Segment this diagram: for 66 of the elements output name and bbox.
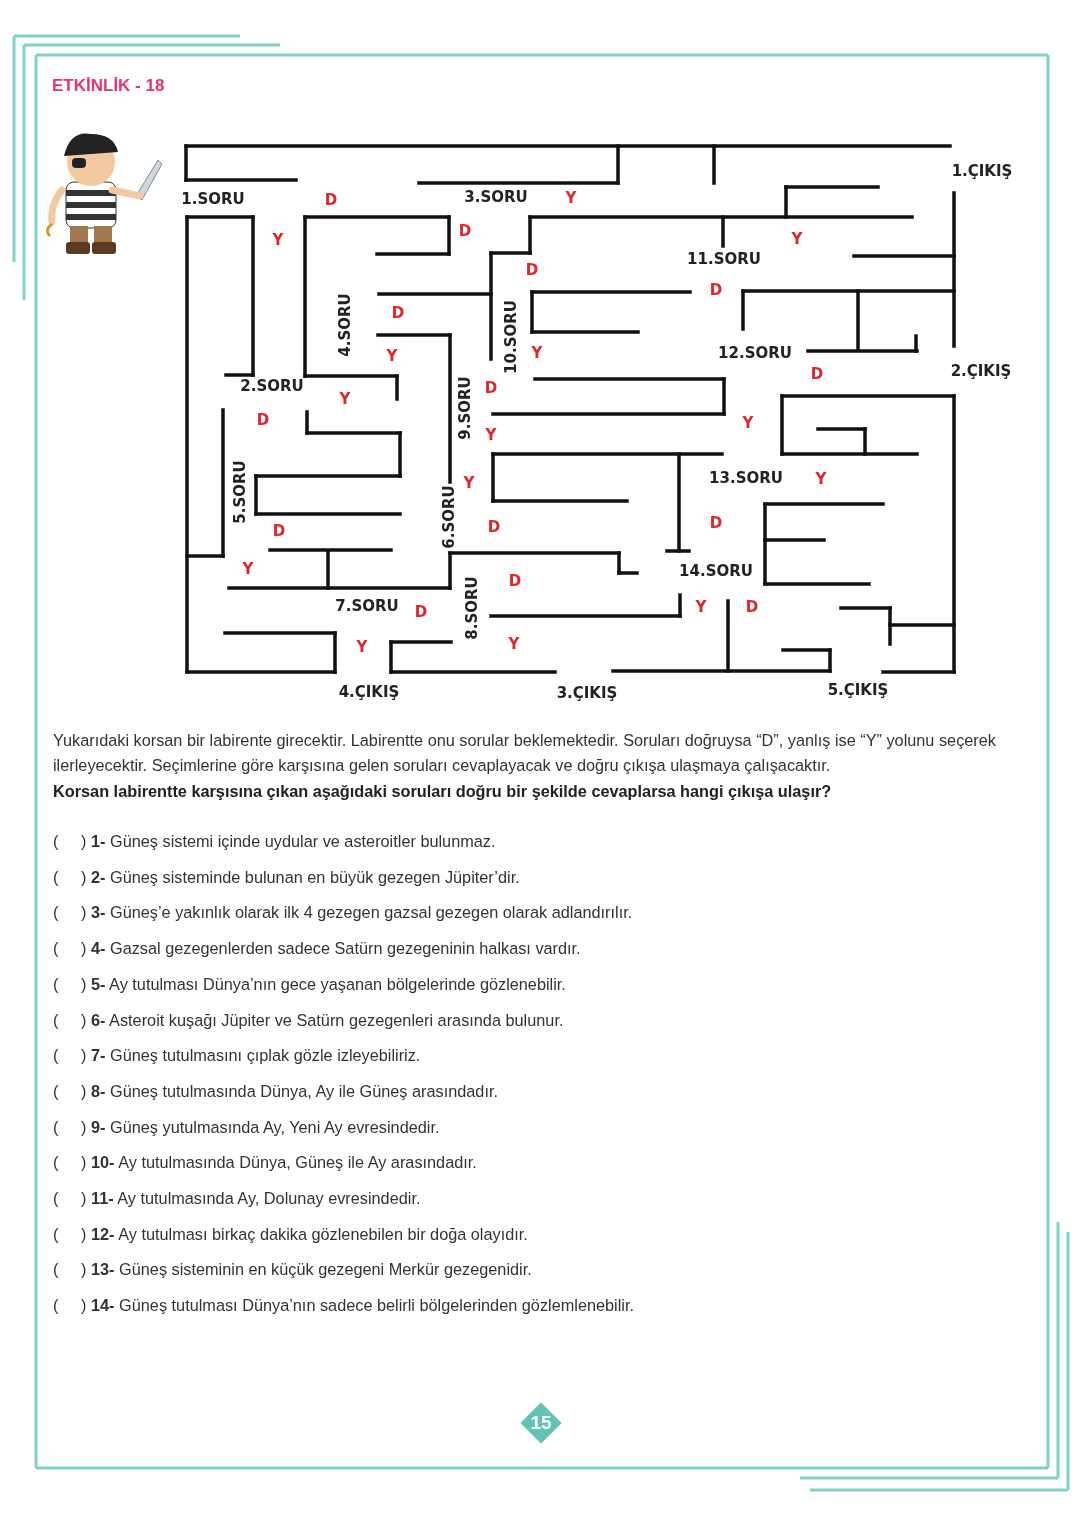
question-item: ( ) 3- Güneş’e yakınlık olarak ilk 4 gezegen gazsal gezegen olarak adlandırılır.: [53, 903, 633, 923]
maze-label: 1.ÇIKIŞ: [951, 163, 1013, 179]
choice-letter: Y: [791, 231, 803, 247]
maze-label: 8.SORU: [464, 576, 480, 640]
maze-label: 6.SORU: [441, 485, 457, 549]
question-item: ( ) 11- Ay tutulmasında Ay, Dolunay evresindedir.: [53, 1189, 421, 1208]
maze-label: 2.ÇIKIŞ: [950, 363, 1012, 379]
question-item: ( ) 4- Gazsal gezegenlerden sadece Satürn gezegeninin halkası vardır.: [53, 939, 581, 959]
question-item: ( ) 1- Güneş sistemi içinde uydular ve asteroitler bulunmaz.: [53, 832, 496, 851]
maze-label: 12.SORU: [718, 345, 792, 361]
choice-letter: Y: [485, 427, 497, 443]
question-item: ( ) 14- Güneş tutulması Dünya’nın sadece belirli bölgelerinden gözlemlenebilir.: [53, 1296, 635, 1316]
maze-label: 2.SORU: [240, 378, 304, 394]
maze-label: 10.SORU: [503, 300, 519, 374]
choice-letter: D: [487, 519, 501, 535]
choice-letter: Y: [272, 232, 284, 248]
instruction-question: Korsan labirentte karşısına çıkan aşağıdaki soruları doğru bir şekilde cevaplarsa hangi çıkışa ulaşır?: [53, 781, 833, 802]
question-item: ( ) 5- Ay tutulması Dünya’nın gece yaşanan bölgelerinde gözlenebilir.: [53, 974, 566, 994]
choice-letter: Y: [742, 415, 754, 431]
choice-letter: Y: [531, 345, 543, 361]
question-item: ( ) 9- Güneş yutulmasında Ay, Yeni Ay evresindedir.: [53, 1117, 440, 1137]
choice-letter: Y: [386, 348, 398, 364]
choice-letter: Y: [242, 561, 254, 577]
choice-letter: D: [414, 604, 428, 620]
question-item: ( ) 2- Güneş sisteminde bulunan en büyük gezegen Jüpiter’dir.: [53, 867, 520, 887]
choice-letter: Y: [565, 190, 577, 206]
choice-letter: D: [525, 262, 539, 278]
question-item: ( ) 10- Ay tutulmasında Dünya, Güneş ile Ay arasındadır.: [53, 1153, 477, 1173]
choice-letter: D: [272, 523, 286, 539]
activity-title: ETKİNLİK - 18: [52, 76, 165, 96]
choice-letter: Y: [695, 599, 707, 615]
choice-letter: D: [745, 599, 759, 615]
instruction-text: Yukarıdaki korsan bir labirente girecektir. Labirentte onu sorular beklemektedir. Soruları doğruysa “D”, yanlış ise “Y” yolunu seçerek ilerleyecektir. Seçimlerine göre karşısına gelen soruları cevaplayacak ve doğru çıkışa ulaşmaya çalışacaktır.: [53, 730, 997, 776]
choice-letter: D: [458, 223, 472, 239]
maze-label: 14.SORU: [679, 563, 753, 579]
choice-letter: Y: [508, 636, 520, 652]
maze-label: 9.SORU: [457, 376, 473, 440]
page-number: 15: [529, 1411, 553, 1435]
maze-label: 7.SORU: [335, 598, 399, 614]
choice-letter: D: [256, 412, 270, 428]
choice-letter: Y: [339, 391, 351, 407]
maze-label: 3.ÇIKIŞ: [556, 685, 618, 701]
maze-label: 11.SORU: [687, 251, 761, 267]
choice-letter: Y: [356, 639, 368, 655]
maze-label: 4.ÇIKIŞ: [338, 684, 400, 700]
page-number-diamond: [518, 1400, 564, 1446]
choice-letter: Y: [815, 471, 827, 487]
choice-letter: Y: [463, 475, 475, 491]
question-item: ( ) 7- Güneş tutulmasını çıplak gözle izleyebiliriz.: [53, 1046, 421, 1066]
maze-label: 4.SORU: [337, 293, 353, 357]
question-item: ( ) 6- Asteroit kuşağı Jüpiter ve Satürn gezegenleri arasında bulunur.: [53, 1010, 564, 1030]
choice-letter: D: [324, 192, 338, 208]
question-item: ( ) 8- Güneş tutulmasında Dünya, Ay ile Güneş arasındadır.: [53, 1081, 498, 1101]
question-item: ( ) 12- Ay tutulması birkaç dakika gözlenebilen bir doğa olayıdır.: [53, 1224, 528, 1244]
question-item: ( ) 13- Güneş sisteminin en küçük gezegeni Merkür gezegenidir.: [53, 1260, 532, 1280]
maze-label: 3.SORU: [464, 189, 528, 205]
maze-label: 13.SORU: [709, 470, 783, 486]
choice-letter: D: [709, 515, 723, 531]
choice-letter: D: [508, 573, 522, 589]
choice-letter: D: [709, 282, 723, 298]
choice-letter: D: [810, 366, 824, 382]
choice-letter: D: [484, 380, 498, 396]
maze-label: 1.SORU: [181, 191, 245, 207]
maze-label: 5.SORU: [232, 460, 248, 524]
maze-label: 5.ÇIKIŞ: [827, 682, 889, 698]
choice-letter: D: [391, 305, 405, 321]
